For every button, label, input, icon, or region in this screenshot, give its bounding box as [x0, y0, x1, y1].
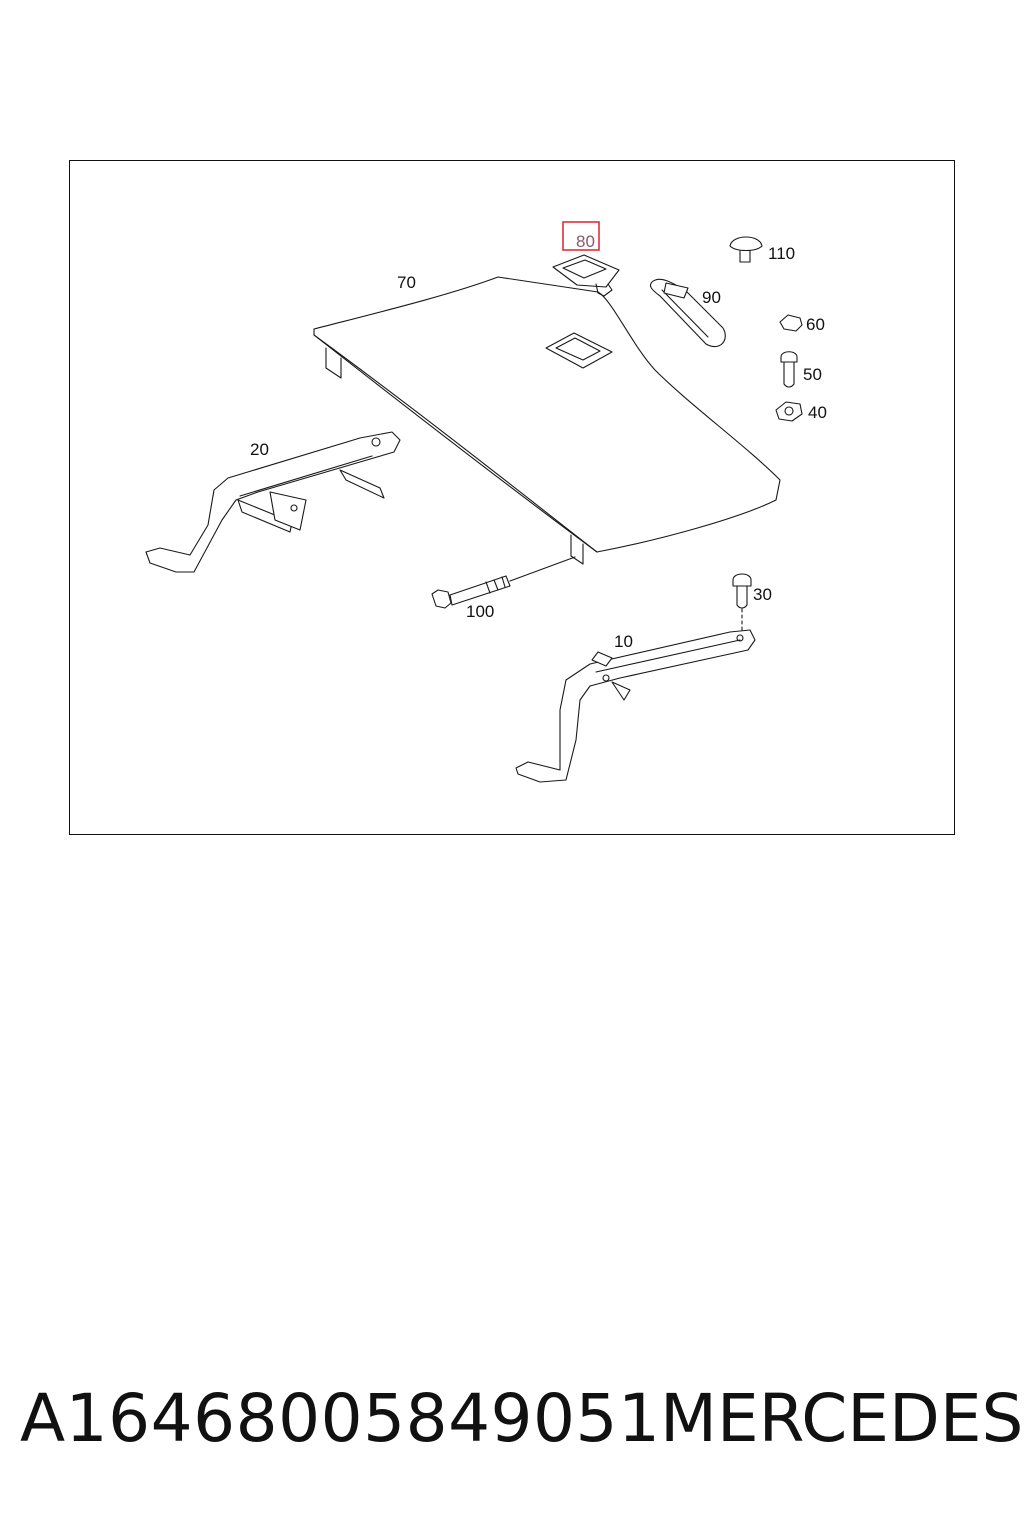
parts-diagram: 70 80 110 90 60 50 40 20 100 30 10	[145, 221, 827, 783]
part-100-bolt[interactable]	[431, 556, 576, 609]
label-40: 40	[808, 403, 827, 422]
label-30: 30	[753, 585, 772, 604]
part-110-clip[interactable]	[729, 236, 763, 263]
part-70-panel[interactable]	[313, 276, 781, 565]
part-40-nut[interactable]	[775, 401, 803, 422]
part-30-screw[interactable]	[732, 573, 752, 633]
label-50: 50	[803, 365, 822, 384]
part-90-strap[interactable]	[649, 278, 726, 348]
label-70: 70	[397, 273, 416, 292]
part-60-clip[interactable]	[779, 314, 803, 332]
part-10-bracket[interactable]	[515, 629, 756, 783]
label-110: 110	[768, 244, 795, 263]
label-60: 60	[806, 315, 825, 334]
part-50-screw[interactable]	[780, 351, 798, 388]
diagram-frame	[69, 160, 955, 835]
label-10: 10	[614, 632, 633, 651]
label-100: 100	[466, 602, 494, 621]
highlight-box-80	[562, 221, 600, 251]
label-20: 20	[250, 440, 269, 459]
part-80-handle-insert[interactable]	[552, 254, 620, 297]
brand-name: MERCEDES	[660, 1380, 1024, 1457]
part-20-bracket[interactable]	[145, 431, 401, 573]
part-number: A16468005849051	[20, 1380, 661, 1457]
footer: A16468005849051 MERCEDES	[0, 1380, 1024, 1470]
label-90: 90	[702, 288, 721, 307]
label-80: 80	[576, 232, 595, 251]
